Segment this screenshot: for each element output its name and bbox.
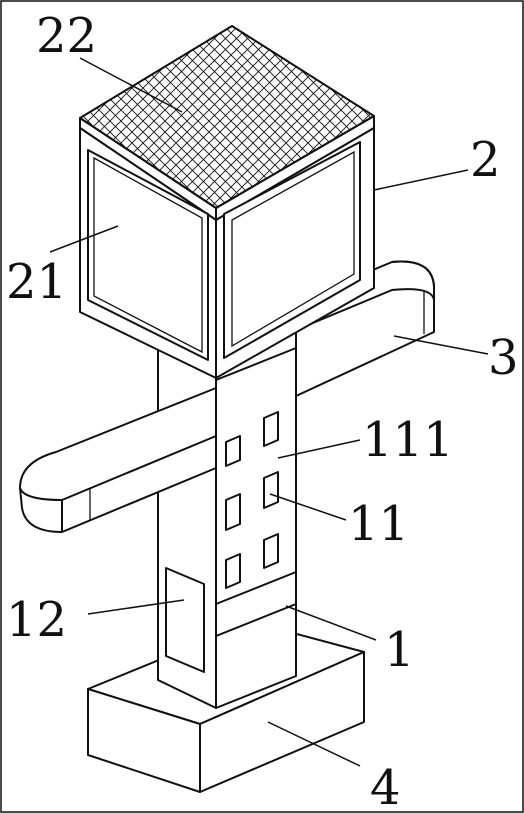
label-111: 111 (362, 412, 454, 468)
head-box-2 (79, 25, 375, 379)
label-1: 1 (384, 622, 415, 678)
label-2: 2 (470, 132, 501, 188)
door-12 (165, 567, 205, 673)
screen-21 (87, 149, 209, 361)
label-12: 12 (6, 592, 67, 648)
label-21: 21 (6, 254, 67, 310)
label-11: 11 (348, 496, 409, 552)
label-4: 4 (370, 760, 401, 813)
leader-lines (49, 57, 489, 767)
windows-11 (225, 411, 279, 589)
label-22: 22 (36, 8, 97, 64)
label-3: 3 (488, 330, 519, 386)
column-front-strip (215, 347, 297, 637)
reference-numerals: 22 2 21 3 111 11 12 1 4 (6, 8, 519, 813)
